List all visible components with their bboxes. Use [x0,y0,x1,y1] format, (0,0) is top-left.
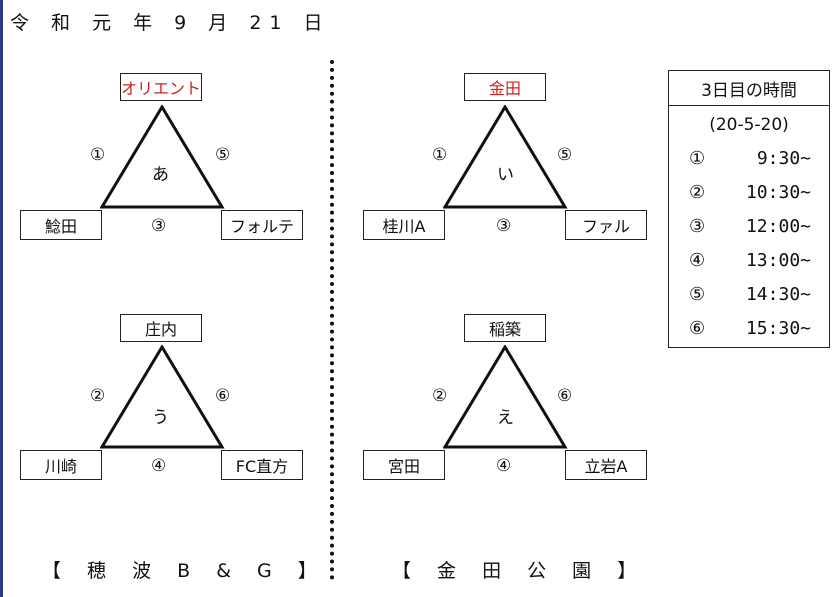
match-num-left-u: ② [90,386,106,406]
slot-time: 9:30~ [756,148,811,169]
slot-num: ② [689,182,706,203]
slot-time: 13:00~ [745,250,811,271]
slot-num: ⑥ [689,318,706,339]
schedule-title: 3日目の時間 [669,71,829,106]
match-num-bottom-e: ④ [496,456,512,476]
slot-num: ① [689,148,706,169]
triangle-u [100,345,225,449]
team-br-u: FC直方 [221,450,303,480]
match-num-right-a: ⑤ [215,145,231,165]
team-bl-u: 川崎 [20,450,102,480]
match-num-bottom-i: ③ [496,216,512,236]
slot-time: 10:30~ [745,182,811,203]
schedule-table: 3日目の時間 (20-5-20) ① 9:30~ ② 10:30~ ③ 12:0… [668,70,830,348]
team-br-e: 立岩A [565,450,647,480]
slot-num: ④ [689,250,706,271]
team-top-i: 金田 [464,73,546,101]
group-label-u: う [152,408,169,428]
venue-right: 【 金 田 公 園 】 [392,560,647,582]
venue-divider [330,60,334,580]
slot-num: ⑤ [689,284,706,305]
group-label-i: い [497,165,514,185]
match-num-left-e: ② [432,386,448,406]
slot-time: 12:00~ [745,216,811,237]
team-top-u: 庄内 [120,314,202,342]
triangle-a [100,105,225,209]
match-num-right-u: ⑥ [215,386,231,406]
team-br-a: フォルテ [221,210,303,240]
team-bl-a: 鯰田 [20,210,102,240]
venue-left: 【 穂 波 B & G 】 [42,560,327,582]
triangle-e [443,345,568,449]
match-num-bottom-u: ④ [151,456,167,476]
match-num-left-a: ① [90,145,106,165]
triangle-i [443,105,568,209]
team-bl-i: 桂川A [363,210,445,240]
team-bl-e: 宮田 [363,450,445,480]
match-num-right-e: ⑥ [557,386,573,406]
date-heading: 令 和 元 年 9 月 21 日 [10,12,331,34]
slot-num: ③ [689,216,706,237]
match-num-bottom-a: ③ [151,216,167,236]
slot-time: 15:30~ [745,318,811,339]
group-label-e: え [497,408,514,428]
left-edge-bar [0,0,3,597]
team-br-i: ファル [565,210,647,240]
match-num-left-i: ① [432,145,448,165]
group-label-a: あ [152,165,169,185]
schedule-format: (20-5-20) [709,115,789,135]
slot-time: 14:30~ [745,284,811,305]
team-top-e: 稲築 [464,314,546,342]
team-top-a: オリエント [120,73,202,101]
match-num-right-i: ⑤ [557,145,573,165]
